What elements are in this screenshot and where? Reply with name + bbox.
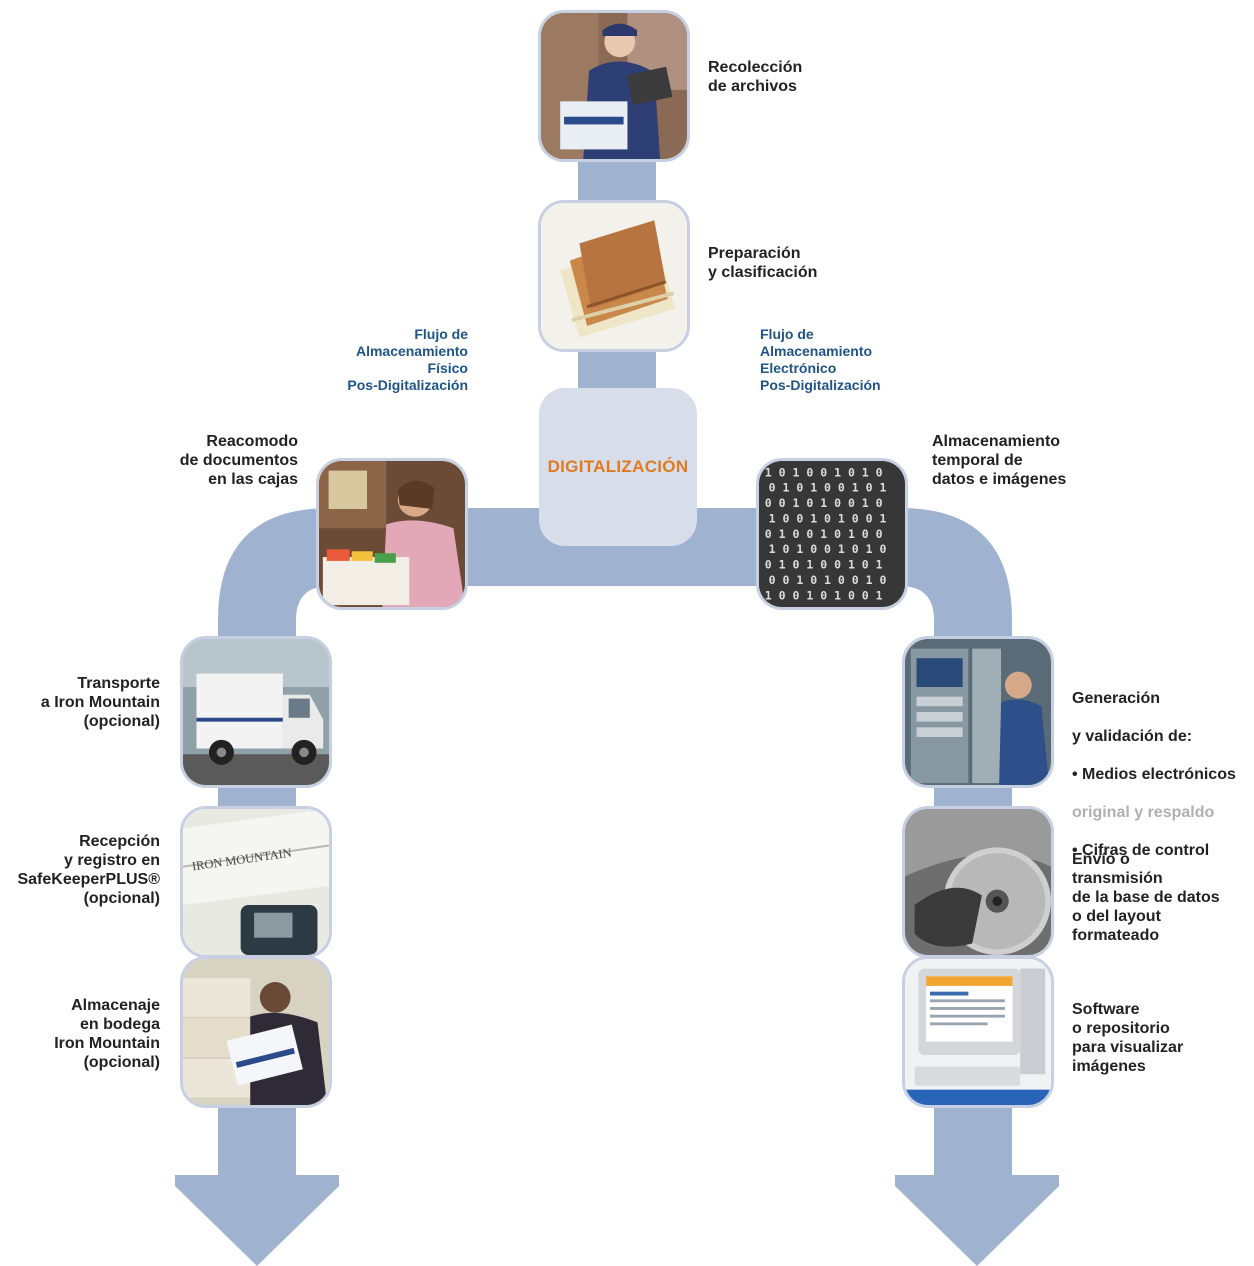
generation-line-2: y validación de: [1072,728,1193,745]
generation-line-1: Generación [1072,690,1161,707]
arrow-left-down [175,1175,339,1266]
software-photo [902,956,1054,1108]
collection-photo [538,10,690,162]
warehouse-label: Almacenaje en bodega Iron Mountain (opci… [54,997,160,1071]
collection-label: Recolección de archivos [708,59,803,95]
generation-line-4: original y respaldo [1072,804,1215,821]
binary-pattern-row: 1 0 1 0 0 1 0 1 0 [765,465,883,479]
binary-pattern-row: 0 0 1 0 1 0 0 1 0 [769,573,887,587]
generation-photo [902,636,1054,788]
binary-pattern-row: 1 0 1 0 0 1 0 1 0 [769,542,887,556]
pipe-top-1 [578,160,656,206]
preparation-label: Preparación y clasificación [708,245,818,281]
binary-pattern-row: 0 1 0 1 0 0 1 0 1 [765,558,883,572]
pipe-top-2 [578,350,656,394]
transport-photo [180,636,332,788]
shipping-photo [902,806,1054,958]
physical-flow-label: Flujo de Almacenamiento Físico Pos-Digit… [347,326,468,393]
shipping-label: Envío o transmisión de la base de datos … [1072,851,1220,944]
generation-line-5: • Cifras de control [1072,842,1210,859]
temp-storage-label: Almacenamiento temporal de datos e imáge… [932,433,1067,488]
binary-pattern-row: 0 1 0 0 1 0 1 0 0 [765,527,883,541]
digitalization-box: DIGITALIZACIÓN [539,388,697,546]
warehouse-photo [180,956,332,1108]
rearrange-label: Reacomodo de documentos en las cajas [179,433,298,488]
reception-photo: IRON MOUNTAIN [180,806,332,958]
digitalization-label: DIGITALIZACIÓN [547,457,689,476]
binary-pattern-row: 0 0 1 0 1 0 0 1 0 [765,496,883,510]
binary-pattern-row: 0 1 0 1 0 0 1 0 1 [769,481,887,495]
reception-label: Recepción y registro en SafeKeeperPLUS® … [17,833,160,907]
generation-line-3: • Medios electrónicos [1072,766,1236,783]
transport-label: Transporte a Iron Mountain (opcional) [40,675,160,730]
preparation-photo [538,200,690,352]
generation-label: Generación y validación de: • Medios ele… [1072,670,1236,879]
electronic-flow-label: Flujo de Almacenamiento Electrónico Pos-… [760,326,881,393]
rearrange-photo [316,458,468,610]
binary-pattern-row: 1 0 0 1 0 1 0 0 1 [769,511,887,525]
binary-pattern-row: 1 0 0 1 0 1 0 0 1 [765,588,883,602]
software-label: Software o repositorio para visualizar i… [1072,1001,1184,1075]
arrow-right-down [895,1175,1059,1266]
